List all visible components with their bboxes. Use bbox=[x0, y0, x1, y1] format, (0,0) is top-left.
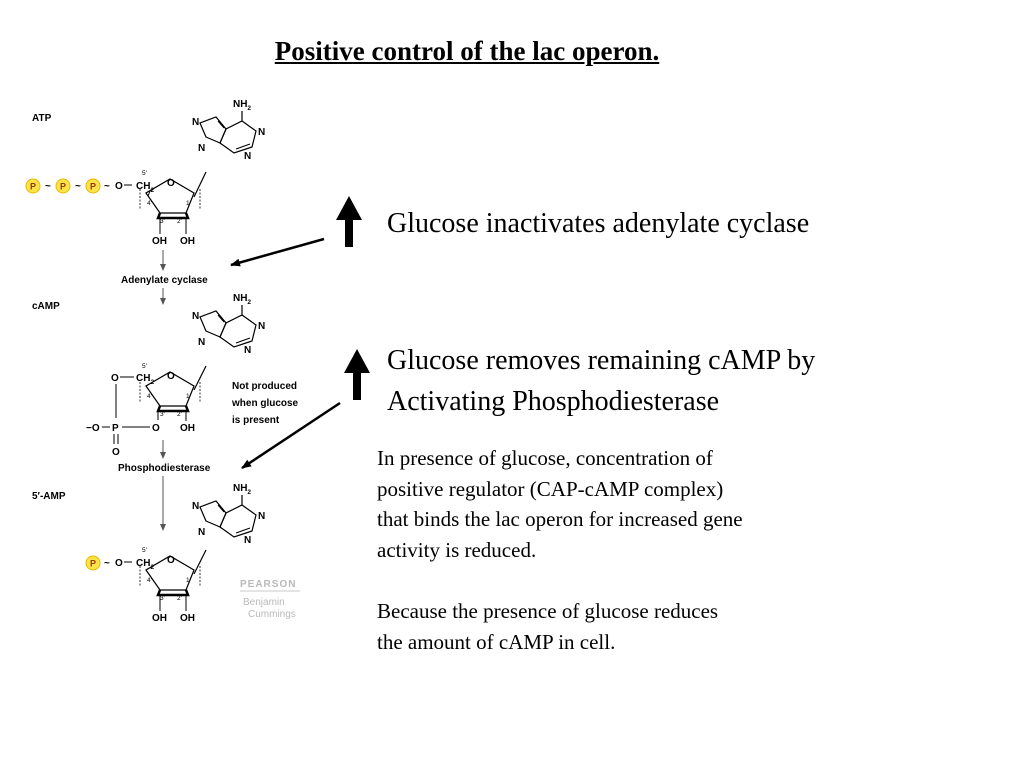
point-1: Glucose inactivates adenylate cyclase bbox=[387, 208, 810, 239]
paragraph-1-line-4: activity is reduced. bbox=[377, 537, 537, 562]
paragraph-2: Because the presence of glucose reduces … bbox=[377, 596, 718, 657]
ester-oxygen: O bbox=[152, 423, 160, 434]
phosphate-bond: ~ bbox=[104, 181, 110, 192]
up-arrow-icon bbox=[344, 349, 370, 400]
enzyme-adenylate-cyclase: Adenylate cyclase bbox=[121, 275, 208, 286]
slide-title: Positive control of the lac operon. bbox=[274, 36, 660, 66]
ch2-group: CH2 bbox=[136, 373, 154, 386]
hydroxyl-2: OH bbox=[180, 236, 195, 247]
phosphate-circle-1: P bbox=[30, 182, 36, 192]
double-bond-oxygen: O bbox=[112, 447, 120, 458]
paragraph-1: In presence of glucose, concentration of… bbox=[377, 443, 743, 565]
cyclic-oxygen: O bbox=[111, 373, 119, 384]
phosphate-bond: ~ bbox=[45, 181, 51, 192]
phosphate-o-minus: −O bbox=[86, 423, 100, 434]
up-arrow-icon bbox=[336, 196, 362, 247]
hydroxyl-3: OH bbox=[152, 236, 167, 247]
phosphate-circle-amp: P bbox=[90, 559, 96, 569]
hydroxyl-2: OH bbox=[180, 613, 195, 624]
carbon-5-label: 5′ bbox=[142, 547, 148, 554]
pointer-arrow-phosphodiesterase bbox=[241, 401, 341, 470]
point-2: Glucose removes remaining cAMP by Activa… bbox=[387, 340, 815, 422]
carbon-5-label: 5′ bbox=[142, 363, 148, 370]
amp-label: 5′-AMP bbox=[32, 491, 66, 502]
paragraph-1-line-3: that binds the lac operon for increased … bbox=[377, 507, 743, 531]
publisher-logo-line-2: Benjamin bbox=[243, 597, 285, 608]
publisher-logo: PEARSON Benjamin Cummings bbox=[240, 579, 300, 620]
hydroxyl-3: OH bbox=[152, 613, 167, 624]
phosphate-bond: ~ bbox=[75, 181, 81, 192]
bridge-oxygen: O bbox=[115, 558, 123, 569]
point-2-line-2: Activating Phosphodiesterase bbox=[387, 386, 720, 417]
note-line-1: Not produced bbox=[232, 381, 297, 392]
phosphate-bond: ~ bbox=[104, 558, 110, 569]
phosphate-circle-3: P bbox=[90, 182, 96, 192]
hydroxyl-2: OH bbox=[180, 423, 195, 434]
enzyme-phosphodiesterase: Phosphodiesterase bbox=[118, 463, 211, 474]
camp-label: cAMP bbox=[32, 301, 60, 312]
note-line-2: when glucose bbox=[231, 398, 299, 409]
publisher-logo-line-1: PEARSON bbox=[240, 579, 296, 590]
carbon-5-label: 5′ bbox=[142, 170, 148, 177]
paragraph-2-line-1: Because the presence of glucose reduces bbox=[377, 599, 719, 623]
phosphate-circle-2: P bbox=[60, 182, 66, 192]
paragraph-1-line-1: In presence of glucose, concentration of bbox=[377, 446, 713, 470]
note-line-3: is present bbox=[232, 415, 280, 426]
publisher-logo-line-3: Cummings bbox=[248, 609, 296, 620]
phosphorus-atom: P bbox=[112, 423, 119, 434]
ch2-group: CH2 bbox=[136, 558, 154, 571]
point-2-line-1: Glucose removes remaining cAMP by bbox=[387, 345, 816, 376]
ch2-group: CH2 bbox=[136, 181, 154, 194]
paragraph-2-line-2: the amount of cAMP in cell. bbox=[377, 629, 616, 654]
bridge-oxygen: O bbox=[115, 181, 123, 192]
pointer-arrow-adenylate-cyclase bbox=[230, 237, 325, 267]
atp-label: ATP bbox=[32, 113, 52, 124]
paragraph-1-line-2: positive regulator (CAP-cAMP complex) bbox=[377, 476, 724, 501]
